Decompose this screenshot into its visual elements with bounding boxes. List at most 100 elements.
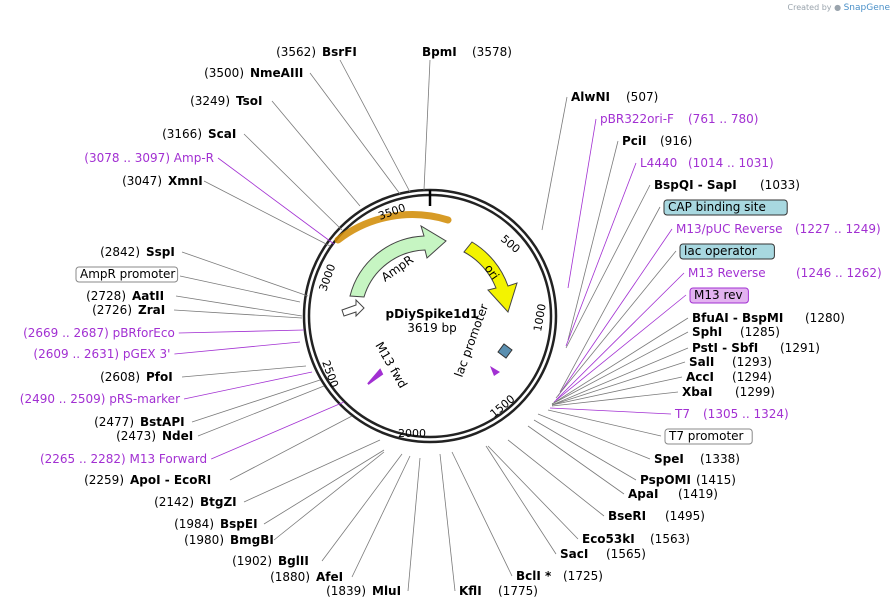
site-bglii-position: (1902) [232,554,272,568]
site-bfuai-bspmi-position: (1280) [805,311,845,325]
site-tsoi-position: (3249) [190,94,230,108]
leader-line [273,451,385,541]
site-sphi-position: (1285) [740,325,780,339]
leader-line [243,133,343,231]
leader-line [507,439,605,517]
site-ampr-promoter-label: AmpR promoter [80,267,175,281]
site-psti-sbfi-position: (1291) [780,341,820,355]
leader-line [451,451,513,577]
site-m13-puc-reverse: M13/pUC Reverse [676,222,783,236]
site-nmeaiii-position: (3500) [204,66,244,80]
site-bspqi-sapi: BspQI - SapI [654,178,737,192]
site-pspomi: PspOMI [640,473,691,487]
site-afei-position: (1880) [270,570,310,584]
leader-line [551,347,689,406]
site-lac-operator-label: lac operator [684,244,757,258]
plasmid-size: 3619 bp [407,321,457,335]
site-tsoi: TsoI [236,94,262,108]
leader-line [197,385,325,437]
site-apai: ApaI [628,487,658,501]
created-by-credit: Created by ● SnapGene [788,3,891,13]
leader-line [565,184,651,349]
site-pbr322ori-f-position: (761 .. 780) [688,112,758,126]
leader-line [547,409,662,437]
leader-line [174,341,301,355]
leader-line [551,376,683,406]
leader-line [178,329,305,334]
site-bsrfi-position: (3562) [276,45,316,59]
site-bspqi-sapi-position: (1033) [760,178,800,192]
m13-fwd-arrow [367,368,384,385]
site-m13-rev-label: M13 rev [694,288,743,302]
leader-line [567,140,619,341]
site-bcli-position: (1725) [563,569,603,583]
site-m13-puc-reverse-position: (1227 .. 1249) [795,222,881,236]
ampr-feature-arrow [349,224,447,298]
ampr-outer-arc [334,211,452,244]
site-l4440-position: (1014 .. 1031) [688,156,774,170]
leader-line [555,272,685,401]
site-m13-forward: (2265 .. 2282) M13 Forward [40,452,207,466]
site-ampr-promoter-box [75,266,179,283]
site-bpmi-position: (3578) [472,45,512,59]
site-bmgbi-position: (1980) [184,533,224,547]
site-aatii-position: (2728) [86,289,126,303]
snapgene-logo-icon: ● [834,3,842,12]
leader-line [555,250,677,399]
m13-fwd-label: M13 fwd [372,340,410,391]
site-bfuai-bspmi: BfuAI - BspMI [692,311,783,325]
site-zrai-position: (2726) [92,303,132,317]
leader-line [263,449,385,525]
leader-lines [173,59,689,592]
site-mlui-position: (1839) [326,584,366,598]
site-bspei-position: (1984) [174,517,214,531]
leader-line [557,228,673,397]
site-bpmi: BpmI [422,45,457,59]
site-xbai-position: (1299) [735,385,775,399]
site-lac-operator-box [679,243,775,260]
site-bstapi-position: (2477) [94,415,134,429]
site-apoi-ecori: ApoI - EcoRI [130,473,211,487]
leader-line [439,453,456,592]
site-acci-position: (1294) [732,370,772,384]
leader-line [551,361,686,406]
site-scai-position: (3166) [162,127,202,141]
site-pspomi-position: (1415) [696,473,736,487]
site-amp-r: (3078 .. 3097) Amp-R [84,151,214,165]
leader-line [551,331,689,405]
leader-line [243,439,381,503]
leader-line [203,180,331,247]
site-kfli: KflI [459,584,482,598]
site-bglii: BglII [278,554,309,568]
site-sspi-position: (2842) [100,245,140,259]
site-pcii: PciI [622,134,647,148]
site-pfoi-position: (2608) [100,370,140,384]
site-scai: ScaI [208,127,236,141]
leader-line [309,72,401,195]
site-btgzi-position: (2142) [154,495,194,509]
site-bseri-position: (1495) [665,509,705,523]
site-bcli: BclI * [516,569,552,583]
leader-line [527,425,625,495]
site-bsrfi: BsrFI [322,45,357,59]
site-prs-marker: (2490 .. 2509) pRS-marker [20,392,180,406]
site-pbr322ori-f: pBR322ori-F [600,112,674,126]
leader-line [551,317,689,405]
leader-line [211,401,345,460]
leader-line [553,294,687,403]
leader-line [537,413,651,460]
site-alwni-position: (507) [626,90,658,104]
leader-line [559,206,661,393]
site-xmni-position: (3047) [122,174,162,188]
leader-line [565,162,637,347]
site-xmni: XmnI [168,174,203,188]
tick-1500: 1500 [488,392,518,420]
site-t7: T7 [674,407,690,421]
leader-line [339,59,411,193]
site-m13-reverse-position: (1246 .. 1262) [796,266,882,280]
features [334,211,518,385]
leader-line [321,453,403,562]
leader-line [175,295,303,317]
site-cap-binding-site-box [663,199,788,216]
